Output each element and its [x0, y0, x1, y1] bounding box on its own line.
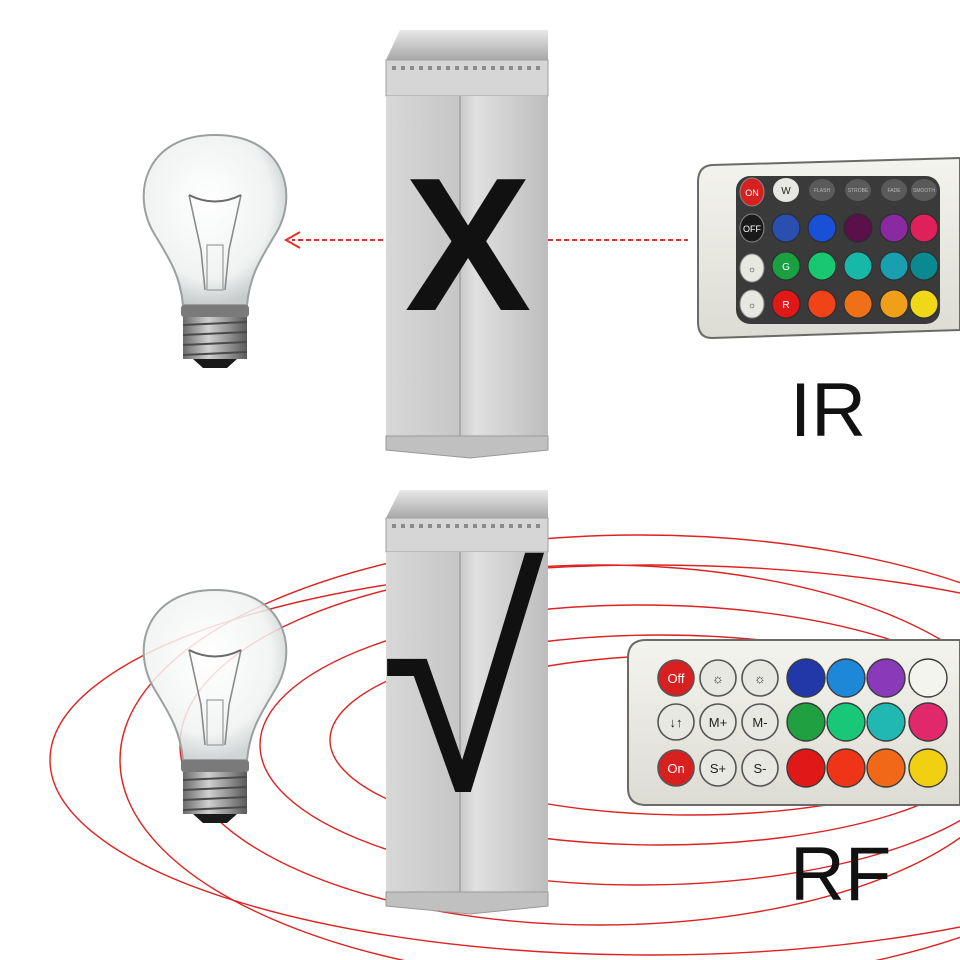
ir-color-button[interactable] [771, 213, 801, 243]
rf-off-button[interactable] [657, 659, 695, 697]
rf-label: RF [790, 832, 891, 917]
ir-mode-label: FADE [887, 188, 901, 194]
ir-channel-label: R [782, 300, 789, 311]
rf-color-button[interactable] [786, 702, 826, 742]
ir-white-button[interactable] [773, 178, 799, 202]
rf-brightness-up-button[interactable] [699, 659, 737, 697]
ir-color-button[interactable] [807, 251, 837, 281]
rf-color-button[interactable] [908, 748, 948, 788]
ir-color-button[interactable] [843, 251, 873, 281]
rf-mode-up-button-label: M+ [709, 715, 727, 730]
rf-color-button[interactable] [826, 748, 866, 788]
ir-brightness-down-button[interactable] [739, 289, 765, 319]
ir-brightness-up-button-label: ☼ [748, 264, 756, 274]
ir-mode-label: STROBE [848, 188, 869, 194]
ir-color-button[interactable] [843, 289, 873, 319]
rf-mode-down-button-label: M- [752, 715, 767, 730]
rf-brightness-down-button-label: ☼ [754, 671, 766, 686]
ir-color-button[interactable] [909, 251, 939, 281]
ir-brightness-up-button[interactable] [739, 253, 765, 283]
ir-mode-button[interactable] [845, 179, 871, 201]
ir-color-button[interactable] [807, 213, 837, 243]
ir-color-buttons: W FLASH STROBE FADE SMOOTH G R [771, 178, 939, 319]
rf-mode-up-button[interactable] [699, 703, 737, 741]
ir-remote: ON OFF ☼ ☼ W FLASH STROBE FADE SMOOTH G R [697, 156, 960, 340]
rf-brightness-up-button-label: ☼ [712, 671, 724, 686]
rf-wave-ring [119, 534, 960, 960]
ir-color-button[interactable] [879, 251, 909, 281]
wall-pillar [385, 490, 549, 915]
ir-on-button-label: ON [745, 188, 759, 198]
ir-off-button[interactable] [739, 213, 765, 243]
rf-direction-button-label: ↓↑ [670, 715, 683, 730]
rf-color-button[interactable] [826, 658, 866, 698]
ir-color-button[interactable] [879, 289, 909, 319]
rf-speed-down-button[interactable] [741, 749, 779, 787]
rf-speed-down-button-label: S- [754, 761, 767, 776]
wall-pillar [385, 30, 549, 459]
rf-color-button[interactable] [908, 702, 948, 742]
rf-on-button[interactable] [657, 749, 695, 787]
ir-off-button-label: OFF [743, 224, 761, 234]
rf-color-button[interactable] [786, 658, 826, 698]
rf-direction-button[interactable] [657, 703, 695, 741]
ir-mode-button[interactable] [911, 179, 937, 201]
ir-mode-label: SMOOTH [913, 188, 935, 194]
pass-checkmark: √ [380, 518, 549, 854]
rf-color-button[interactable] [786, 748, 826, 788]
rf-color-buttons [786, 658, 948, 788]
ir-brightness-down-button-label: ☼ [748, 300, 756, 310]
ir-label: IR [790, 368, 866, 453]
ir-section: X ON OFF ☼ ☼ W FLASH STROBE FADE SMOOTH G R IR [142, 30, 960, 459]
rf-mode-down-button[interactable] [741, 703, 779, 741]
ir-color-button[interactable] [843, 213, 873, 243]
rf-wave-ring [49, 564, 960, 956]
rf-color-button[interactable] [908, 658, 948, 698]
ir-color-button[interactable] [909, 213, 939, 243]
rf-on-button-label: On [667, 761, 684, 776]
rf-off-button-label: Off [667, 671, 684, 686]
rf-brightness-down-button[interactable] [741, 659, 779, 697]
arrow-left-icon [283, 231, 301, 249]
ir-white-label: W [781, 186, 791, 197]
ir-color-button[interactable] [807, 289, 837, 319]
blocked-mark: X [405, 139, 532, 351]
ir-mode-button[interactable] [881, 179, 907, 201]
rf-color-button[interactable] [826, 702, 866, 742]
ir-color-button[interactable] [879, 213, 909, 243]
rf-color-button[interactable] [866, 658, 906, 698]
rf-speed-up-button[interactable] [699, 749, 737, 787]
rf-wave-ring [259, 604, 960, 886]
light-bulb-icon [142, 133, 288, 368]
rf-section: √ Off ☼ ☼ ↓↑ M+ M- On S+ S- RF [142, 490, 960, 917]
rf-speed-up-button-label: S+ [710, 761, 726, 776]
rf-remote: Off ☼ ☼ ↓↑ M+ M- On S+ S- [627, 639, 960, 806]
ir-color-button[interactable] [771, 251, 801, 281]
ir-color-button[interactable] [771, 289, 801, 319]
ir-channel-label: G [782, 262, 790, 273]
ir-mode-label: FLASH [814, 188, 831, 194]
ir-on-button[interactable] [739, 177, 765, 207]
rf-color-button[interactable] [866, 702, 906, 742]
light-bulb-icon [142, 588, 288, 823]
rf-wave-ring [329, 634, 960, 846]
ir-color-button[interactable] [909, 289, 939, 319]
ir-mode-button[interactable] [809, 179, 835, 201]
rf-color-button[interactable] [866, 748, 906, 788]
